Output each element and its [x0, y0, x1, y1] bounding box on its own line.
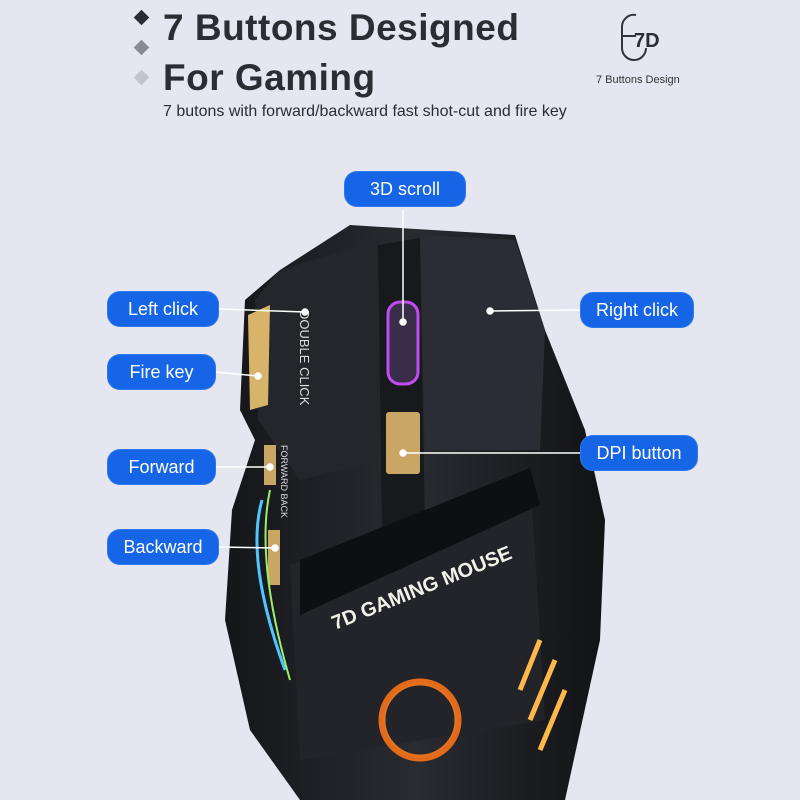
callout-right-click: Right click — [581, 293, 693, 327]
rgb-strip-right — [517, 639, 568, 751]
mouse-7d-icon: 7D — [620, 13, 660, 61]
callout-3d-scroll: 3D scroll — [345, 172, 465, 206]
fire-key-button — [248, 305, 270, 410]
forward-back-print: FORWARD BACK — [279, 445, 289, 518]
right-button — [420, 235, 545, 450]
callout-dpi-button: DPI button — [581, 436, 697, 470]
dragon-logo — [378, 678, 462, 762]
title-line-1: 7 Buttons Designed — [163, 7, 520, 48]
rgb-strip-left — [255, 499, 287, 671]
double-click-print: DOUBLE CLICK — [297, 310, 312, 406]
backward-button — [268, 530, 280, 585]
subtitle: 7 butons with forward/backward fast shot… — [163, 103, 567, 120]
title-line-2: For Gaming — [163, 57, 376, 98]
dpi-button — [386, 412, 420, 474]
callout-backward: Backward — [108, 530, 218, 564]
badge-caption: 7 Buttons Design — [596, 74, 680, 86]
svg-text:7D: 7D — [634, 30, 660, 52]
callout-fire-key: Fire key — [108, 355, 215, 389]
callout-left-click: Left click — [108, 292, 218, 326]
callout-forward: Forward — [108, 450, 215, 484]
left-button — [255, 240, 380, 480]
